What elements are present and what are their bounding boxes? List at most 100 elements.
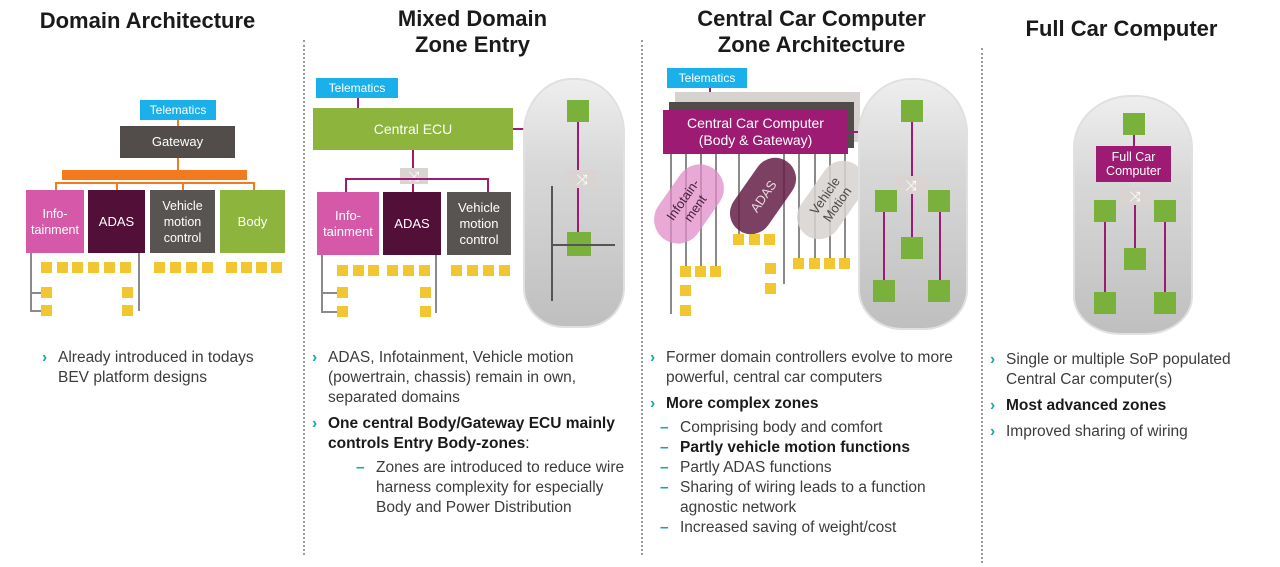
ecu-node <box>499 265 510 276</box>
bullet-list: › Single or multiple SoP populated Centra… <box>988 350 1278 448</box>
connector <box>783 154 785 284</box>
ecu-node <box>420 287 431 298</box>
bullet-text: One central Body/Gateway ECU mainly cont… <box>328 415 615 452</box>
ecu-node <box>483 265 494 276</box>
column-divider <box>981 48 983 563</box>
ecu-node <box>122 305 133 316</box>
zone-controller <box>1094 200 1116 222</box>
zone-controller <box>901 100 923 122</box>
chevron-bullet-icon: › <box>650 395 656 412</box>
ecu-node <box>793 258 804 269</box>
column-title: Full Car Computer <box>1025 16 1218 41</box>
dash-bullet-icon: – <box>660 459 669 476</box>
ecu-node <box>733 234 744 245</box>
bullet-list: › Former domain controllers evolve to mor… <box>648 348 978 544</box>
ecu-node <box>419 265 430 276</box>
ecu-node <box>170 262 181 273</box>
sub-bullet-item: –Increased saving of weight/cost <box>648 518 978 538</box>
connector <box>357 98 359 108</box>
connector <box>55 182 255 184</box>
title-line-2: Zone Architecture <box>717 32 906 57</box>
ecu-node <box>403 265 414 276</box>
ecu-node <box>57 262 68 273</box>
bullet-item: ›Already introduced in todays BEV platfo… <box>40 348 270 388</box>
zone-controller <box>1154 292 1176 314</box>
connector <box>30 253 32 311</box>
connector <box>412 150 414 168</box>
ecu-node <box>202 262 213 273</box>
sub-bullet-item: –Partly ADAS functions <box>648 458 978 478</box>
ecu-node <box>765 263 776 274</box>
bullet-text: Former domain controllers evolve to more… <box>666 349 953 386</box>
connector <box>551 244 615 246</box>
sub-bullet-list: –Zones are introduced to reduce wire har… <box>344 458 640 518</box>
bullet-list: › ADAS, Infotainment, Vehicle motion (pow… <box>310 348 640 524</box>
connector <box>30 292 42 294</box>
sub-bullet-list: –Comprising body and comfort –Partly veh… <box>648 418 978 538</box>
orange-bus <box>62 170 247 180</box>
bullet-text: Single or multiple SoP populated Central… <box>1006 351 1231 388</box>
zone-controller <box>1094 292 1116 314</box>
ecu-node <box>680 266 691 277</box>
bullet-item: ›Most advanced zones <box>988 396 1278 416</box>
bullet-list: ›Already introduced in todays BEV platfo… <box>40 348 270 394</box>
ecu-node <box>104 262 115 273</box>
chevron-bullet-icon: › <box>312 349 318 366</box>
switch-icon: ⤨ <box>895 176 927 194</box>
column-domain-architecture: Domain Architecture Telematics Gateway I… <box>0 0 305 567</box>
column-divider <box>303 40 305 555</box>
ecu-node <box>271 262 282 273</box>
column-full-car-computer: Full Car Computer Full Car Computer ⤨ ›S… <box>983 0 1280 567</box>
ecu-node <box>765 283 776 294</box>
connector <box>1133 135 1135 147</box>
bullet-text: ADAS, Infotainment, Vehicle motion (powe… <box>328 349 577 406</box>
dash-bullet-icon: – <box>660 479 669 496</box>
ecu-node <box>154 262 165 273</box>
body-domain-box: Body <box>220 190 285 253</box>
column-central-car-computer: Central Car Computer Zone Architecture T… <box>643 0 980 567</box>
ecu-node <box>337 287 348 298</box>
zone-controller <box>928 280 950 302</box>
connector <box>345 178 347 192</box>
ecu-node <box>120 262 131 273</box>
ecu-node <box>41 287 52 298</box>
sub-bullet-item: –Comprising body and comfort <box>648 418 978 438</box>
connector <box>911 122 913 182</box>
sub-bullet-item: –Sharing of wiring leads to a function a… <box>648 478 978 518</box>
bullet-text: More complex zones <box>666 395 819 412</box>
ecu-node <box>241 262 252 273</box>
switch-icon: ⤨ <box>567 170 597 188</box>
chevron-bullet-icon: › <box>990 423 996 440</box>
ecu-node <box>749 234 760 245</box>
bullet-text: Most advanced zones <box>1006 397 1167 414</box>
connector <box>1104 222 1106 292</box>
bullet-text: Improved sharing of wiring <box>1006 423 1188 440</box>
sub-bullet-text: Comprising body and comfort <box>680 419 883 436</box>
chevron-bullet-icon: › <box>990 351 996 368</box>
ecu-node <box>256 262 267 273</box>
sub-bullet-text: Sharing of wiring leads to a function ag… <box>680 479 926 516</box>
connector <box>177 120 179 126</box>
zone-controller <box>1154 200 1176 222</box>
zone-controller <box>875 190 897 212</box>
ecu-node <box>41 262 52 273</box>
box-line-2: Computer <box>1106 164 1161 178</box>
connector <box>116 182 118 190</box>
box-line-1: Central Car Computer <box>687 115 824 131</box>
dash-bullet-icon: – <box>356 459 365 476</box>
bullet-suffix: : <box>525 435 530 452</box>
connector <box>715 154 717 266</box>
zone-controller <box>873 280 895 302</box>
ecu-node <box>710 266 721 277</box>
bullet-item: ›More complex zones –Comprising body and… <box>648 394 978 538</box>
connector <box>1134 205 1136 248</box>
connector <box>182 182 184 190</box>
connector <box>253 182 255 190</box>
ecu-node <box>420 306 431 317</box>
connector <box>30 310 42 312</box>
infotainment-domain-box: Info- tainment <box>317 192 379 255</box>
ecu-node <box>451 265 462 276</box>
ecu-node <box>839 258 850 269</box>
connector <box>412 184 414 192</box>
dash-bullet-icon: – <box>660 519 669 536</box>
